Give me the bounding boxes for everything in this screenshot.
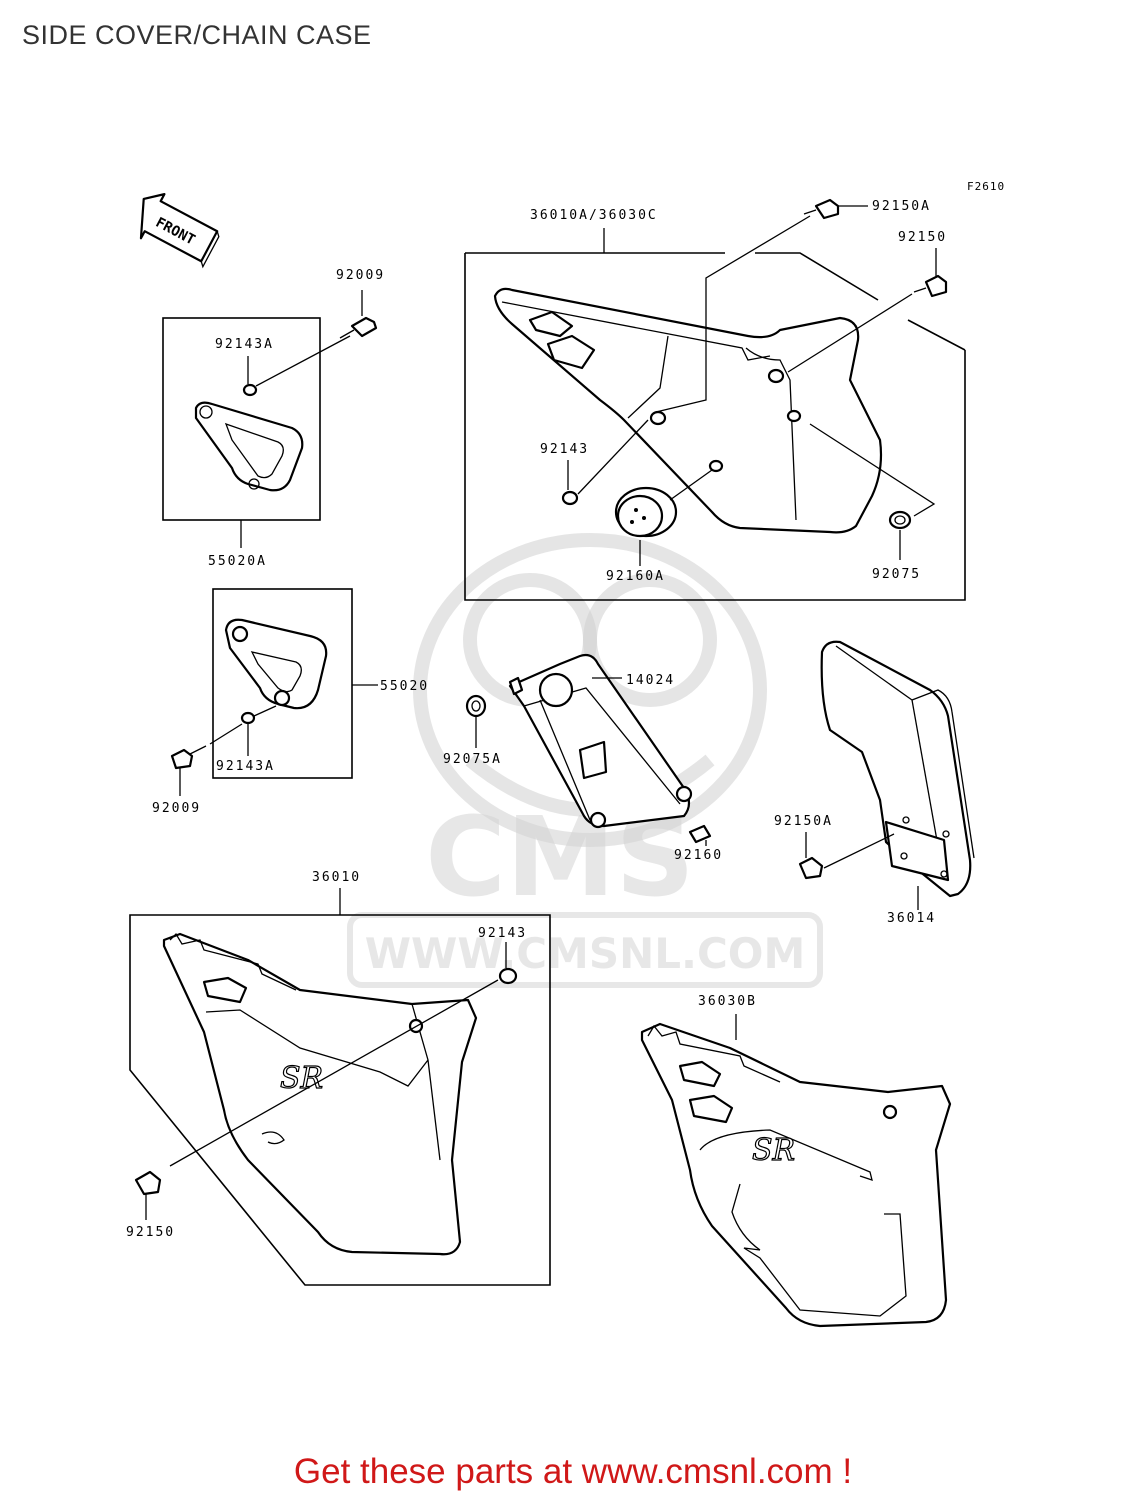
group-36010: SR	[129, 888, 551, 1286]
label-36010[interactable]: 36010	[312, 870, 361, 885]
label-92150A-top[interactable]: 92150A	[872, 199, 931, 214]
bolt-92150-top[interactable]	[913, 248, 948, 298]
label-92150-top[interactable]: 92150	[898, 230, 947, 245]
side-cover-36030B[interactable]: SR	[640, 1014, 952, 1328]
label-92160[interactable]: 92160	[674, 848, 723, 863]
grommet-92075A[interactable]	[465, 694, 487, 748]
plate-55020[interactable]	[224, 618, 328, 710]
label-92009-top[interactable]: 92009	[336, 268, 385, 283]
bolt-92150-bottom[interactable]	[134, 1170, 162, 1220]
group-55020A	[162, 290, 378, 548]
bracket-14024[interactable]	[508, 653, 693, 829]
bolt-92150A-mid[interactable]	[798, 832, 895, 880]
group-36010A-36030C	[464, 198, 966, 601]
label-55020[interactable]: 55020	[380, 679, 429, 694]
watermark-url: WWW.CMSNL.COM	[365, 929, 806, 978]
label-92075[interactable]: 92075	[872, 567, 921, 582]
side-cover-36010[interactable]: SR	[162, 932, 478, 1256]
damper-92160A[interactable]	[614, 486, 678, 566]
bolt-92009-bottom[interactable]	[170, 745, 207, 796]
label-36014[interactable]: 36014	[887, 911, 936, 926]
label-36010A-36030C[interactable]: 36010A/36030C	[530, 208, 658, 223]
label-92143A-top[interactable]: 92143A	[215, 337, 274, 352]
page-title: SIDE COVER/CHAIN CASE	[22, 20, 372, 50]
chain-case-36014[interactable]	[820, 640, 975, 910]
footer-shop-link[interactable]: Get these parts at www.cmsnl.com !	[293, 1452, 853, 1491]
label-92150-bottom[interactable]: 92150	[126, 1225, 175, 1240]
plate-55020A[interactable]	[194, 401, 304, 492]
collar-92143A-top[interactable]	[242, 383, 258, 397]
clip-92160[interactable]	[688, 824, 712, 846]
bolt-92150A-top[interactable]	[803, 198, 868, 220]
front-arrow-icon: FRONT	[139, 193, 220, 269]
figure-code: F2610	[967, 180, 1005, 193]
bolt-92009-top[interactable]	[339, 290, 378, 339]
label-92009-bottom[interactable]: 92009	[152, 801, 201, 816]
collar-92143-top[interactable]	[561, 460, 579, 506]
label-14024[interactable]: 14024	[626, 673, 675, 688]
label-92143-top[interactable]: 92143	[540, 442, 589, 457]
label-92150A-mid[interactable]: 92150A	[774, 814, 833, 829]
svg-text:SR: SR	[280, 1061, 323, 1096]
part-labels: 36010A/36030C 92150A 92150 92009 92143A …	[126, 199, 947, 1240]
collar-92143A-bottom[interactable]	[240, 711, 256, 756]
label-92160A[interactable]: 92160A	[606, 569, 665, 584]
label-92143-bottom[interactable]: 92143	[478, 926, 527, 941]
label-92143A-bottom[interactable]: 92143A	[216, 759, 275, 774]
label-55020A[interactable]: 55020A	[208, 554, 267, 569]
side-cover-36010A[interactable]	[493, 287, 883, 534]
grommet-92075[interactable]	[888, 510, 912, 560]
svg-text:SR: SR	[752, 1133, 795, 1168]
label-36030B[interactable]: 36030B	[698, 994, 757, 1009]
label-92075A[interactable]: 92075A	[443, 752, 502, 767]
group-55020	[170, 588, 378, 796]
collar-92143-bottom[interactable]	[498, 942, 518, 985]
